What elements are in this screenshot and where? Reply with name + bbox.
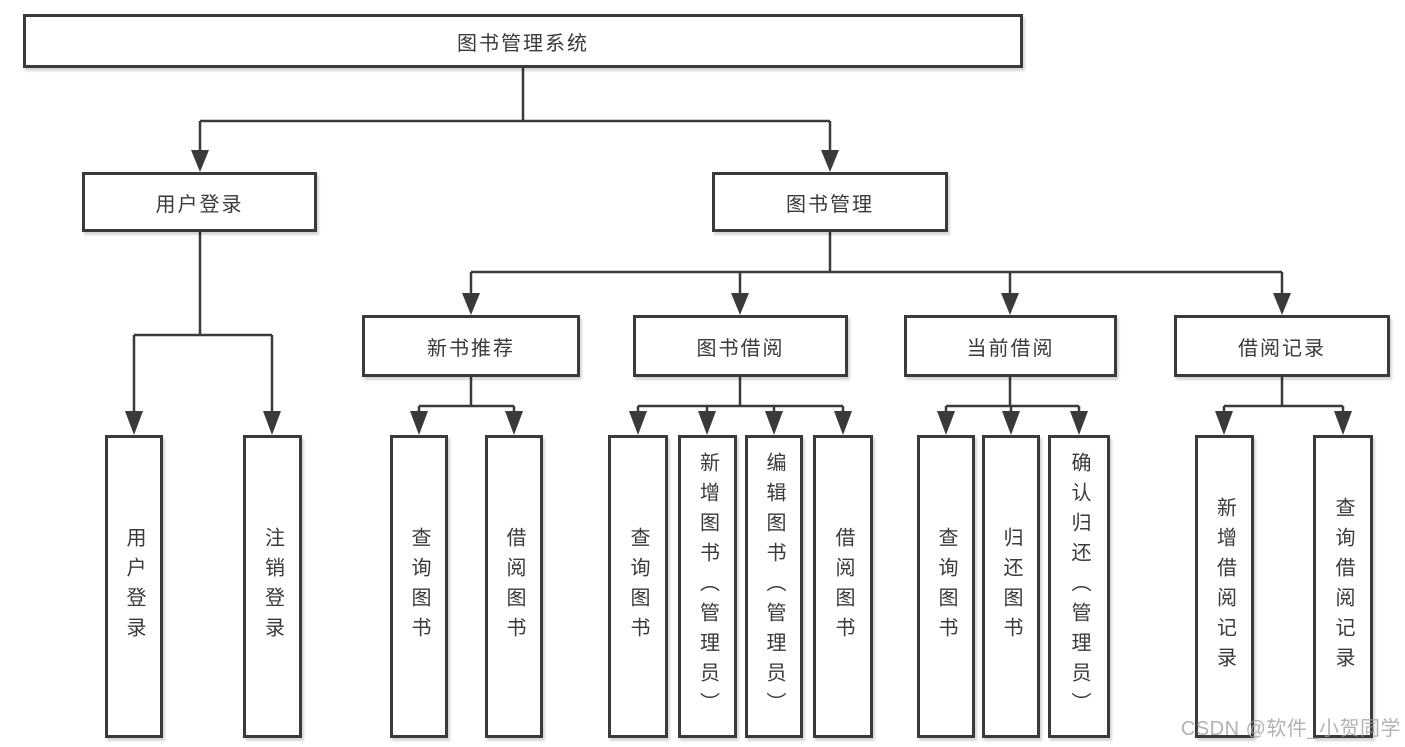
arrowhead: [629, 411, 647, 435]
node-confirm-return-admin: 确认归还（管理员）: [1048, 435, 1110, 738]
node-label: 借阅图书: [503, 526, 525, 647]
arrowhead: [1070, 411, 1088, 435]
node-label: 编辑图书（管理员）: [763, 451, 785, 722]
node-label: 新增借阅记录: [1213, 496, 1236, 677]
node-query-books-borrowing: 查询图书: [608, 435, 668, 738]
csdn-watermark: CSDN @软件_小贺同学: [1180, 718, 1401, 740]
node-new-book-recommend: 新书推荐: [362, 315, 580, 377]
connector-book-borrowing-to-leaves: [629, 377, 852, 435]
arrowhead: [1001, 293, 1019, 315]
node-label: 新增图书（管理员）: [696, 451, 719, 722]
node-book-management: 图书管理: [712, 172, 948, 232]
arrowhead: [698, 411, 716, 435]
node-borrowing-records: 借阅记录: [1174, 315, 1390, 377]
node-label: 借阅图书: [832, 526, 854, 647]
node-label: 当前借阅: [966, 337, 1055, 360]
node-label: 用户登录: [155, 193, 244, 216]
arrowhead: [1215, 411, 1233, 435]
node-label: 图书管理系统: [457, 32, 589, 55]
node-label: 查询图书: [627, 526, 649, 647]
arrowhead: [731, 293, 749, 315]
node-label: 注销登录: [261, 526, 284, 647]
connector-root-to-level2: [191, 68, 839, 172]
arrowhead: [191, 150, 209, 172]
node-label: 借阅记录: [1238, 337, 1326, 360]
arrowhead: [1002, 411, 1020, 435]
connector-book-management-to-level3: [462, 232, 1291, 315]
node-user-login: 用户登录: [82, 172, 317, 232]
arrowhead: [263, 411, 281, 435]
node-add-books-admin: 新增图书（管理员）: [678, 435, 737, 738]
node-label: 归还图书: [1000, 526, 1022, 647]
arrowhead: [765, 411, 783, 435]
arrowhead: [1273, 293, 1291, 315]
node-borrow-books-recommend: 借阅图书: [485, 435, 543, 738]
node-user-login-leaf: 用户登录: [105, 435, 163, 738]
arrowhead: [834, 411, 852, 435]
node-return-books: 归还图书: [982, 435, 1040, 738]
connector-current-borrowing-to-leaves: [937, 377, 1088, 435]
arrowhead: [125, 411, 143, 435]
node-add-borrow-record: 新增借阅记录: [1195, 435, 1254, 738]
arrowhead: [821, 150, 839, 172]
arrowhead: [462, 293, 480, 315]
arrowhead: [937, 411, 955, 435]
node-query-borrow-record: 查询借阅记录: [1313, 435, 1373, 738]
node-current-borrowing: 当前借阅: [904, 315, 1117, 377]
connector-user-login-to-leaves: [125, 232, 281, 435]
node-label: 查询图书: [935, 526, 957, 647]
node-label: 用户登录: [123, 526, 145, 647]
node-label: 图书借阅: [696, 337, 785, 360]
node-library-management-system: 图书管理系统: [23, 14, 1023, 68]
node-logout: 注销登录: [243, 435, 302, 738]
arrowhead: [410, 411, 428, 435]
connector-new-book-recommend-to-leaves: [410, 377, 523, 435]
node-book-borrowing: 图书借阅: [633, 315, 848, 377]
node-label: 查询借阅记录: [1332, 496, 1354, 677]
arrowhead: [1334, 411, 1352, 435]
node-edit-books-admin: 编辑图书（管理员）: [745, 435, 803, 738]
node-label: 确认归还（管理员）: [1068, 451, 1090, 722]
node-label: 新书推荐: [427, 337, 515, 360]
node-query-books-recommend: 查询图书: [390, 435, 448, 738]
node-borrow-books-borrowing: 借阅图书: [813, 435, 873, 738]
connector-borrowing-records-to-leaves: [1215, 377, 1352, 435]
node-query-books-current: 查询图书: [917, 435, 975, 738]
node-label: 查询图书: [408, 526, 430, 647]
arrowhead: [505, 411, 523, 435]
node-label: 图书管理: [786, 193, 874, 216]
